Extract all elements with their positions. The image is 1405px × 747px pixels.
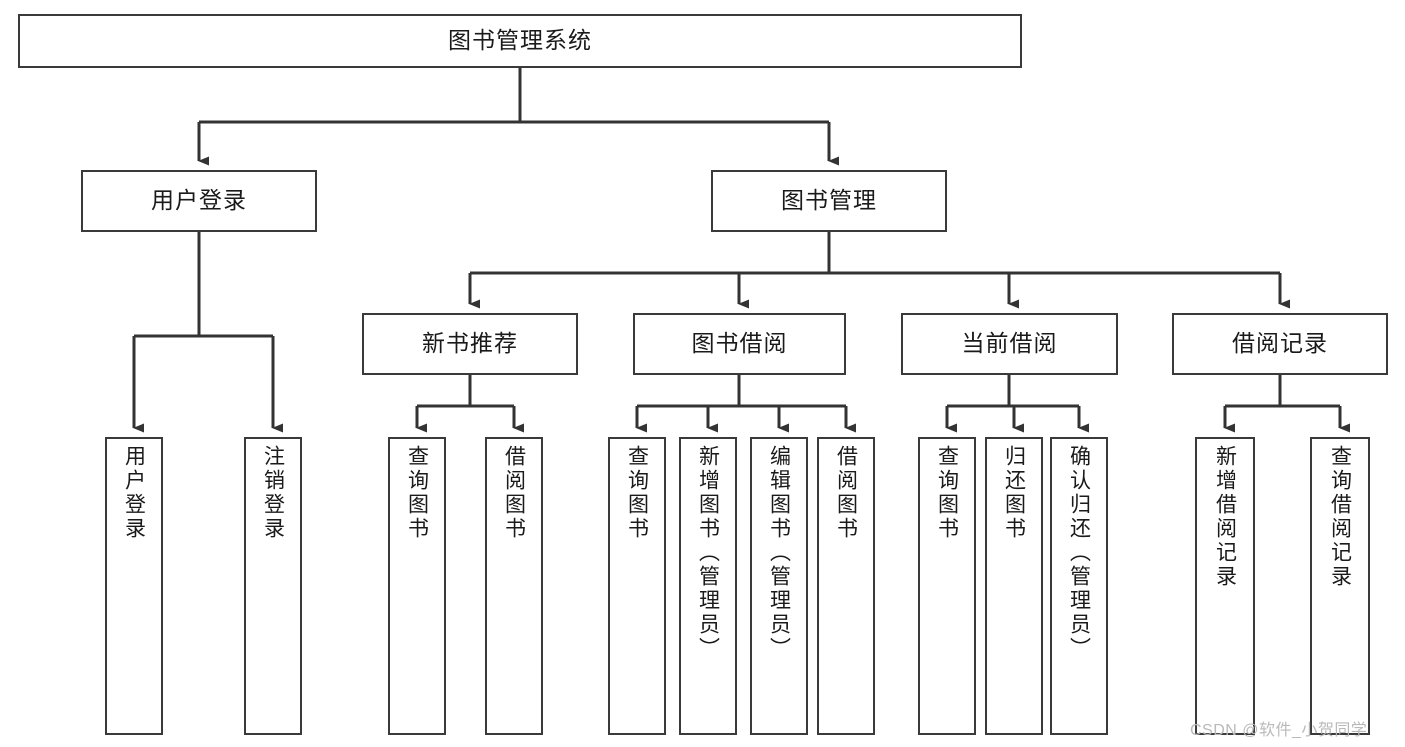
node-leaf-query-record-label: 查询借阅记录 (1328, 445, 1352, 589)
node-leaf-edit-book[interactable]: 编辑图书（管理员） (750, 437, 808, 735)
node-new-book-rec-label: 新书推荐 (422, 330, 518, 357)
node-leaf-add-record-label: 新增借阅记录 (1213, 445, 1237, 589)
node-borrow-record-label: 借阅记录 (1232, 330, 1328, 357)
node-leaf-add-record[interactable]: 新增借阅记录 (1195, 437, 1255, 735)
node-leaf-user-login-label: 用户登录 (122, 445, 146, 541)
node-leaf-borrow-book-rec[interactable]: 借阅图书 (485, 437, 543, 735)
node-leaf-return-book-label: 归还图书 (1002, 445, 1026, 541)
node-leaf-confirm-return-label: 确认归还（管理员） (1067, 445, 1091, 661)
node-book-manage[interactable]: 图书管理 (711, 170, 947, 232)
node-root-label: 图书管理系统 (448, 27, 592, 54)
node-user-login[interactable]: 用户登录 (81, 170, 317, 232)
node-leaf-user-logout[interactable]: 注销登录 (244, 437, 302, 735)
node-new-book-rec[interactable]: 新书推荐 (362, 313, 578, 375)
node-leaf-confirm-return[interactable]: 确认归还（管理员） (1050, 437, 1108, 735)
node-user-login-label: 用户登录 (151, 187, 247, 214)
node-book-manage-label: 图书管理 (781, 187, 877, 214)
node-leaf-borrow-book-label: 借阅图书 (834, 445, 858, 541)
csdn-watermark: CSDN @软件_小贺同学 (1190, 722, 1368, 739)
node-leaf-return-book[interactable]: 归还图书 (985, 437, 1043, 735)
node-leaf-edit-book-label: 编辑图书（管理员） (767, 445, 791, 661)
node-current-borrow-label: 当前借阅 (961, 330, 1058, 357)
node-leaf-query-book-label: 查询图书 (625, 445, 649, 541)
node-book-borrow[interactable]: 图书借阅 (633, 313, 846, 375)
node-book-borrow-label: 图书借阅 (691, 330, 788, 357)
node-leaf-user-logout-label: 注销登录 (261, 445, 285, 541)
node-leaf-query-book-cur-label: 查询图书 (935, 445, 959, 541)
node-leaf-borrow-book-rec-label: 借阅图书 (502, 445, 526, 541)
node-leaf-user-login[interactable]: 用户登录 (105, 437, 163, 735)
node-leaf-query-book-rec-label: 查询图书 (405, 445, 429, 541)
node-leaf-add-book[interactable]: 新增图书（管理员） (679, 437, 737, 735)
node-current-borrow[interactable]: 当前借阅 (901, 313, 1118, 375)
node-leaf-query-book[interactable]: 查询图书 (608, 437, 666, 735)
node-leaf-borrow-book[interactable]: 借阅图书 (817, 437, 875, 735)
node-leaf-query-book-rec[interactable]: 查询图书 (388, 437, 446, 735)
node-leaf-query-book-cur[interactable]: 查询图书 (918, 437, 976, 735)
node-leaf-query-record[interactable]: 查询借阅记录 (1310, 437, 1370, 735)
node-borrow-record[interactable]: 借阅记录 (1172, 313, 1388, 375)
node-leaf-add-book-label: 新增图书（管理员） (696, 445, 720, 661)
node-root[interactable]: 图书管理系统 (18, 14, 1022, 68)
